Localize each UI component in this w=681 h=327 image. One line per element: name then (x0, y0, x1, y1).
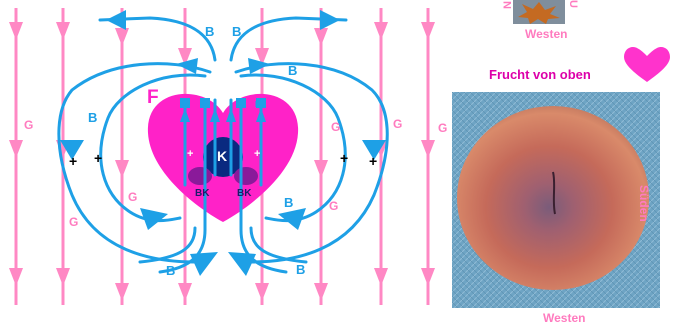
main-photo-caption: Westen (543, 311, 585, 325)
field-arrowhead (314, 28, 328, 46)
heart-icon (624, 47, 670, 82)
field-arrowhead (374, 268, 388, 286)
flow-arrowhead (190, 252, 218, 276)
field-arrowhead (115, 28, 129, 46)
field-arrowhead (421, 140, 435, 158)
flow-label-b: B (296, 262, 305, 277)
flow-label-b: B (184, 100, 190, 109)
top-photo-right-letter: U (567, 0, 579, 8)
field-label-g: G (438, 121, 447, 135)
plus-sign: + (369, 153, 377, 169)
field-arrowhead (9, 22, 23, 40)
field-label-g: G (128, 190, 137, 204)
field-arrowhead (421, 268, 435, 286)
plus-sign: + (187, 148, 193, 160)
field-arrowhead (255, 283, 269, 301)
main-photo-title: Frucht von oben (489, 67, 591, 82)
flow-label-b: B (284, 195, 293, 210)
top-photo-left-letter: N (502, 1, 514, 9)
main-photo-side-caption: Süden (637, 185, 651, 222)
flow-label-b: B (166, 263, 175, 278)
field-arrowhead (314, 160, 328, 178)
field-label-g: G (329, 199, 338, 213)
field-label-g: G (393, 117, 402, 131)
peach-crease (553, 172, 555, 214)
flow-label-b: B (205, 24, 214, 39)
field-arrowhead (178, 283, 192, 301)
flow-source-square (200, 98, 210, 108)
flow-arrowhead (106, 10, 126, 30)
plus-sign: + (69, 153, 77, 169)
field-arrowhead (9, 140, 23, 158)
flow-arrowhead (320, 10, 340, 30)
core-label: K (217, 148, 227, 164)
field-arrowhead (115, 283, 129, 301)
fruit-label: F (147, 87, 159, 109)
field-arrowhead (115, 160, 129, 178)
field-arrowhead (314, 283, 328, 301)
field-arrowhead (56, 268, 70, 286)
flow-label-b: B (255, 100, 261, 109)
field-arrowhead (374, 22, 388, 40)
plus-sign: + (254, 148, 260, 160)
field-label-g: G (331, 120, 340, 134)
flow-label-b: B (232, 24, 241, 39)
field-arrowhead (9, 268, 23, 286)
field-arrowhead (421, 22, 435, 40)
field-label-g: G (24, 118, 33, 132)
field-label-g: G (69, 215, 78, 229)
flow-label-b: B (88, 110, 97, 125)
plus-sign: + (340, 150, 348, 166)
flow-source-square (236, 98, 246, 108)
field-arrowhead (56, 22, 70, 40)
flow-arrowhead (228, 252, 256, 276)
seed-label: BK (237, 188, 251, 199)
seed-label: BK (195, 188, 209, 199)
core-shadow-left (188, 167, 212, 185)
top-photo-caption: Westen (525, 27, 567, 41)
core-shadow-right (234, 167, 258, 185)
plus-sign: + (94, 150, 102, 166)
flow-label-b: B (288, 63, 297, 78)
